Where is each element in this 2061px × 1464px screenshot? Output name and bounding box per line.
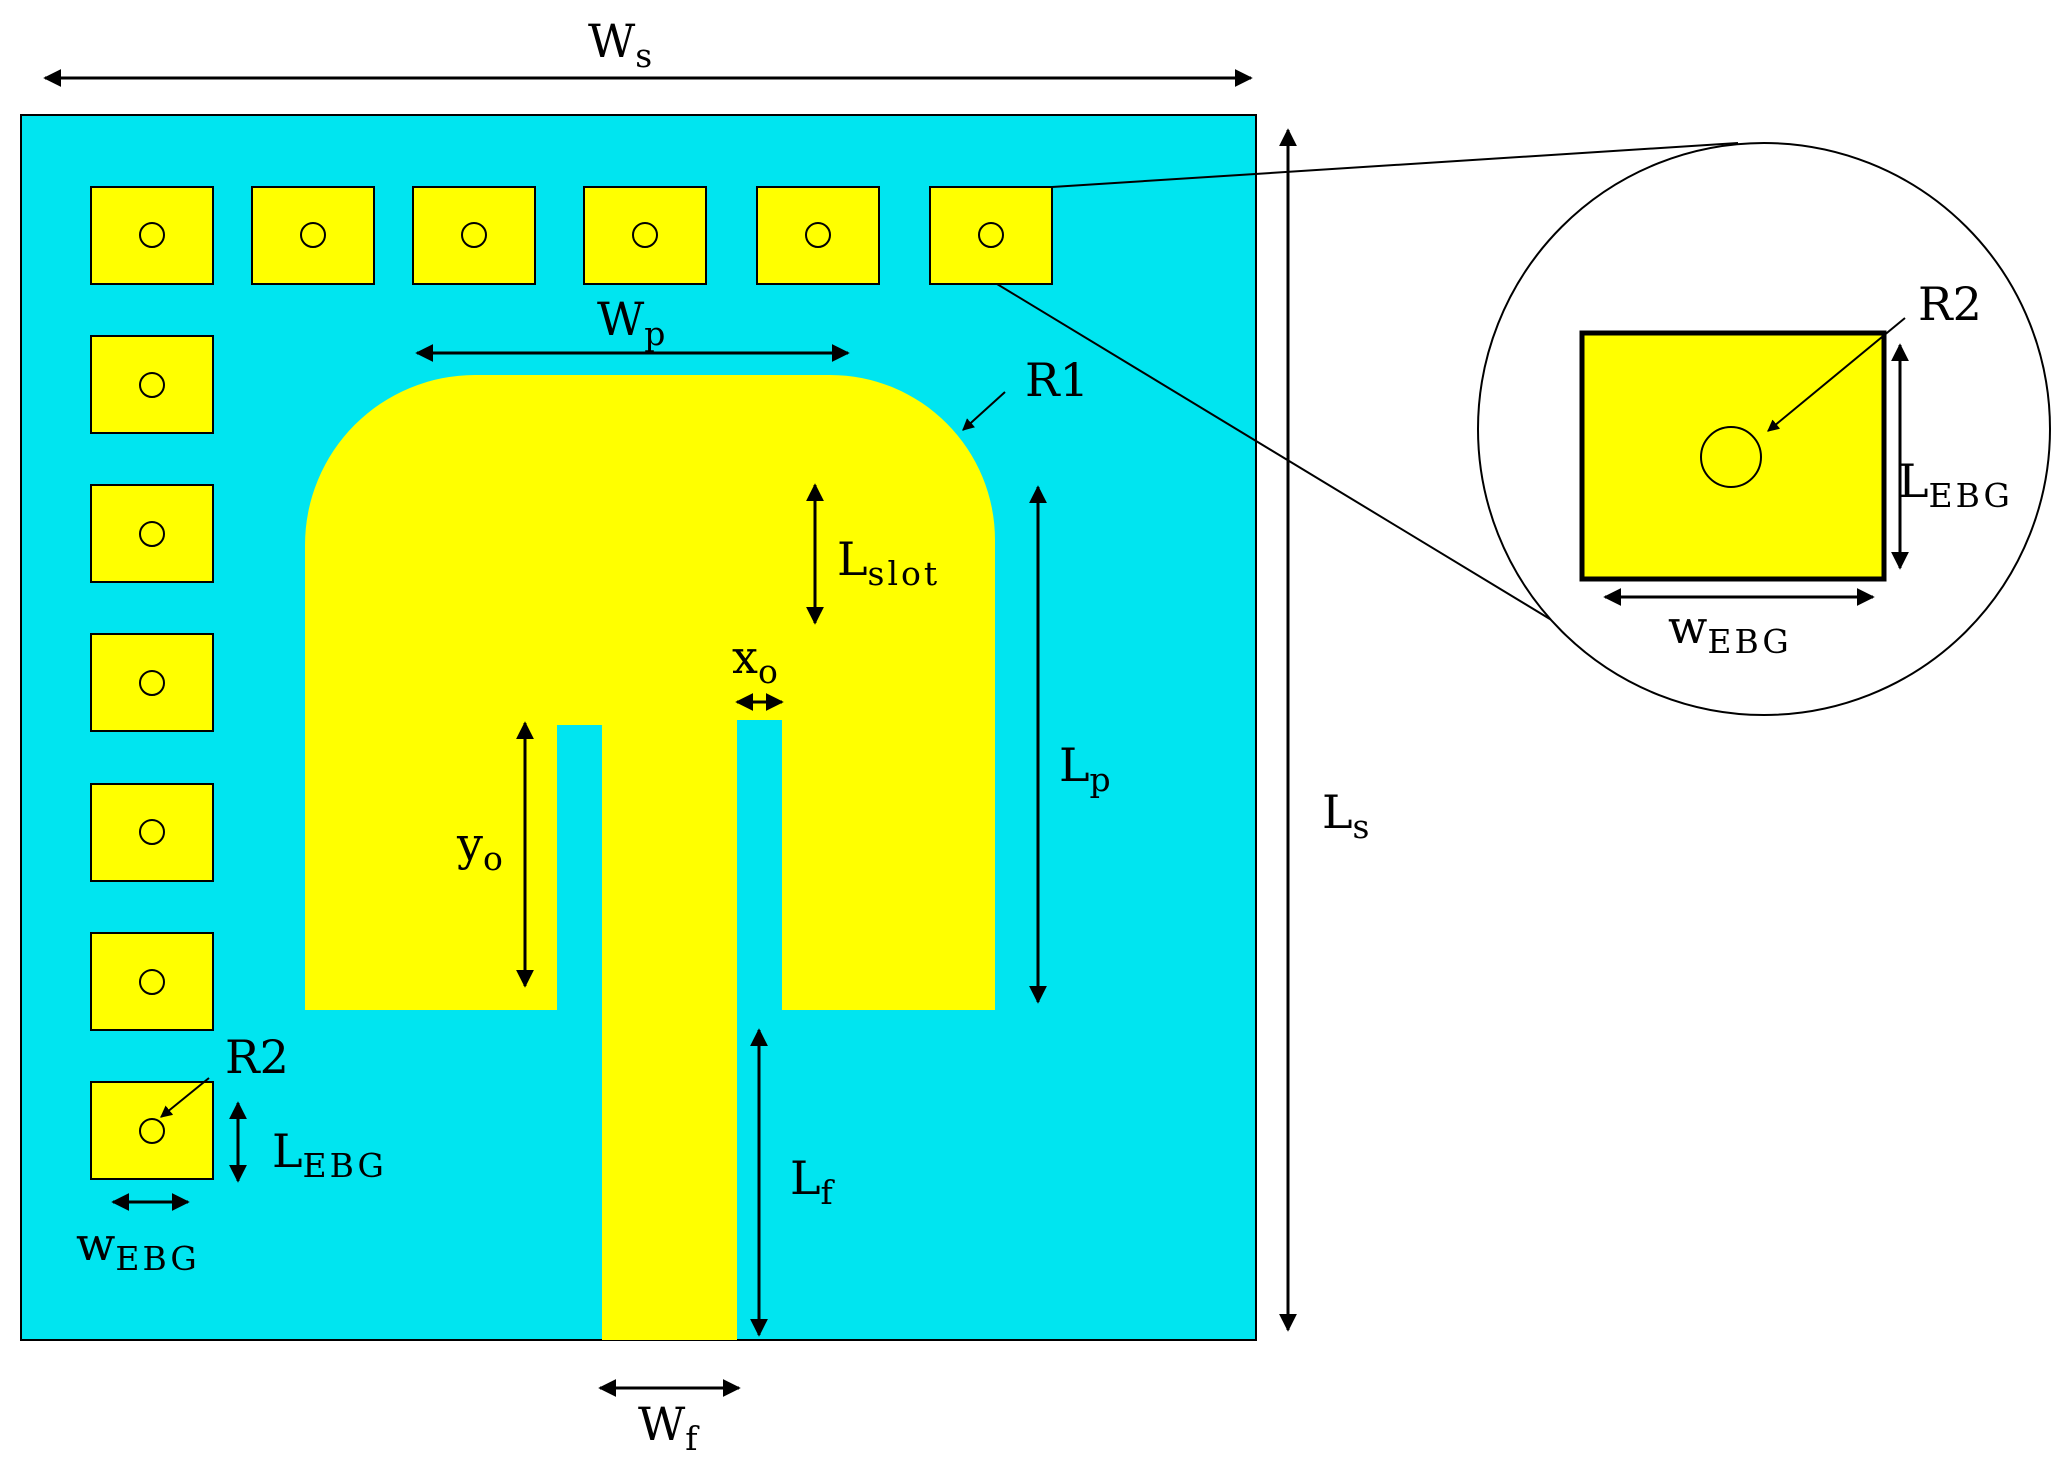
webg-zoom-label: wEBG (1668, 600, 1792, 661)
ebg-cell (90, 484, 214, 583)
via-hole (805, 222, 831, 248)
lslot-label: Lslot (837, 532, 940, 593)
via-hole (139, 372, 165, 398)
ebg-cell-zoomed-source (929, 186, 1053, 285)
r1-label: R1 (1025, 353, 1089, 407)
xo-label: xo (732, 630, 778, 691)
r1-pointer-arrow (962, 391, 1006, 431)
ebg-cell (90, 186, 214, 285)
via-hole (978, 222, 1004, 248)
ebg-cell (90, 633, 214, 732)
r2-zoom-label: R2 (1918, 277, 1982, 331)
wp-label: Wp (597, 292, 665, 353)
via-hole (139, 969, 165, 995)
lp-label: Lp (1059, 738, 1111, 799)
ebg-column-left (90, 335, 214, 1180)
via-hole (461, 222, 487, 248)
ebg-row-top (90, 186, 1053, 285)
r2-small-label: R2 (225, 1030, 289, 1084)
ebg-cell (756, 186, 880, 285)
ebg-cell (583, 186, 707, 285)
ebg-cell-zoomed (1579, 330, 1887, 582)
r2-small-pointer (160, 1077, 210, 1118)
ebg-cell (90, 1081, 214, 1180)
ebg-cell (251, 186, 375, 285)
ws-label: Ws (588, 14, 652, 75)
ebg-cell (412, 186, 536, 285)
ebg-cell (90, 335, 214, 434)
webg-small-label: wEBG (76, 1217, 200, 1278)
via-hole (139, 819, 165, 845)
via-hole (139, 670, 165, 696)
via-hole (632, 222, 658, 248)
via-hole (300, 222, 326, 248)
via-hole (139, 521, 165, 547)
lebg-small-label: LEBG (272, 1124, 387, 1185)
lebg-zoom-label: LEBG (1898, 454, 2013, 515)
via-hole-zoomed (1700, 426, 1762, 488)
ls-label: Ls (1322, 785, 1369, 846)
yo-label: yo (456, 817, 503, 878)
r2-zoom-pointer (1767, 317, 1906, 432)
ebg-cell (90, 932, 214, 1031)
via-hole (139, 222, 165, 248)
via-hole (139, 1118, 165, 1144)
lf-label: Lf (790, 1151, 836, 1212)
zoom-connector-top (1051, 142, 1739, 188)
wf-label: Wf (638, 1397, 700, 1458)
ebg-cell (90, 783, 214, 882)
